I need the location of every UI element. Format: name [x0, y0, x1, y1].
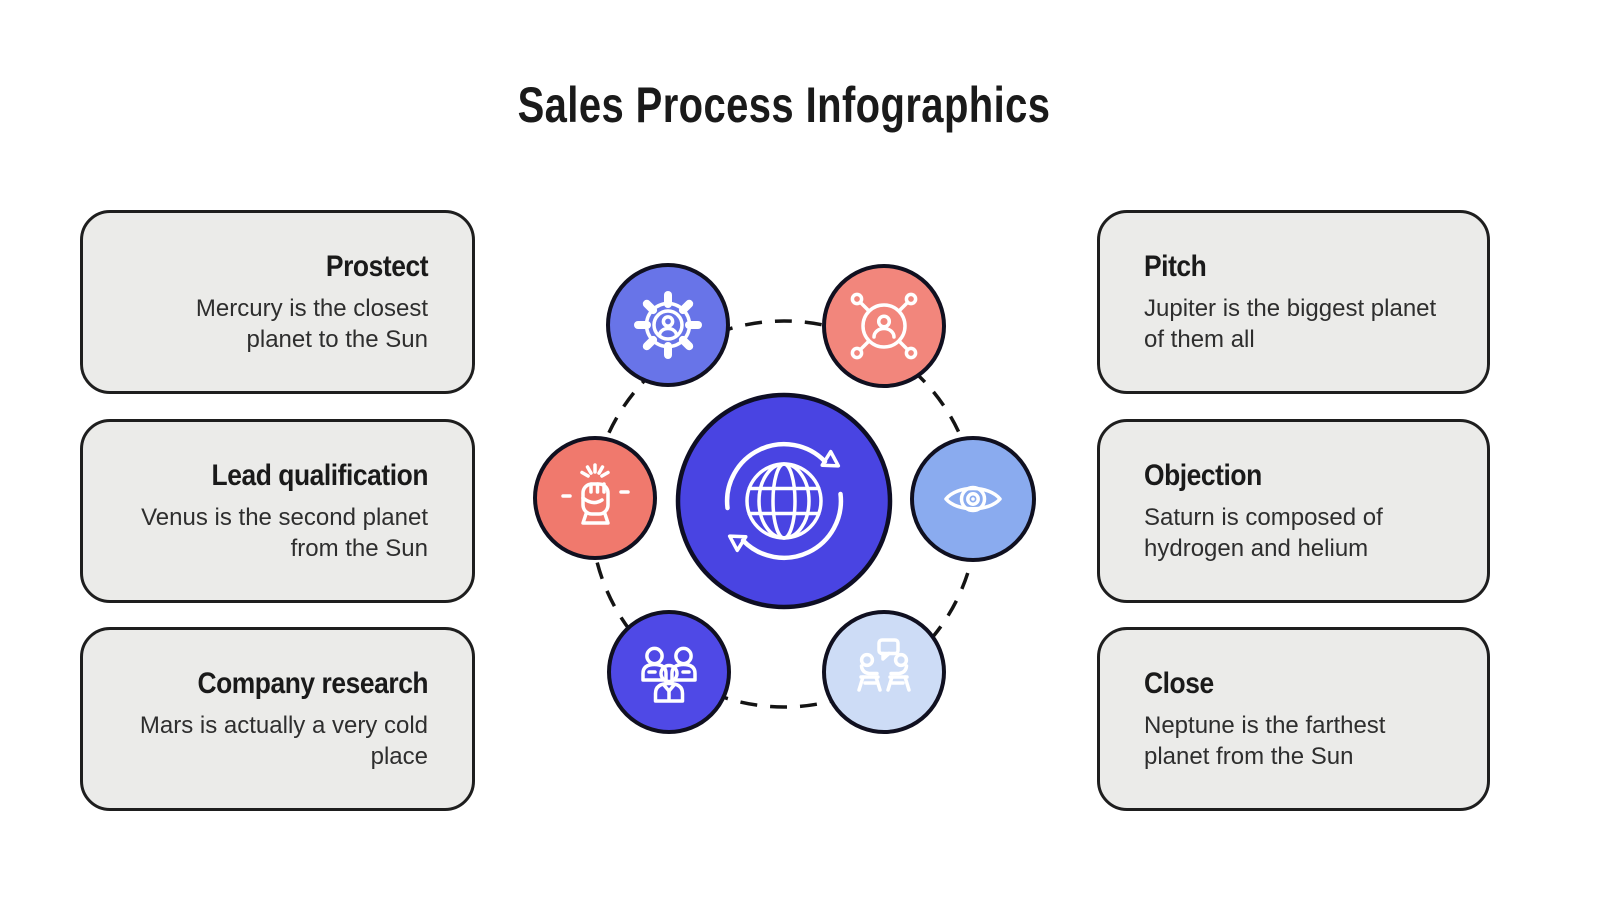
- card-lead-qualification-title: Lead qualification: [211, 458, 428, 492]
- page-title: Sales Process Infographics: [517, 77, 1051, 133]
- hub-node-gear-user: [606, 263, 730, 387]
- sales-cycle-diagram: [533, 263, 1036, 734]
- hub-node-interview: [822, 610, 946, 734]
- card-prospect-title: Prostect: [325, 249, 429, 283]
- team-icon: [641, 646, 697, 703]
- card-pitch: Pitch Jupiter is the biggest planet of t…: [1097, 210, 1490, 394]
- card-lead-qualification: Lead qualification Venus is the second p…: [80, 419, 475, 603]
- hub-node-raised-fist: [533, 436, 657, 560]
- card-close: Close Neptune is the farthest planet fro…: [1097, 627, 1490, 811]
- hub-node-eye: [910, 436, 1036, 562]
- eye-icon: [944, 485, 1002, 513]
- card-objection-body: Saturn is composed of hydrogen and heliu…: [1144, 503, 1383, 562]
- card-prospect: Prostect Mercury is the closest planet t…: [80, 210, 475, 394]
- card-prospect-body: Mercury is the closest planet to the Sun: [195, 294, 428, 353]
- card-company-research: Company research Mars is actually a very…: [80, 627, 475, 811]
- card-company-research-body: Mars is actually a very cold place: [139, 711, 428, 770]
- hub-node-team: [607, 610, 731, 734]
- card-close-body: Neptune is the farthest planet from the …: [1144, 711, 1386, 770]
- card-objection-title: Objection: [1144, 458, 1262, 492]
- card-lead-qualification-body: Venus is the second planet from the Sun: [141, 503, 428, 562]
- card-objection: Objection Saturn is composed of hydrogen…: [1097, 419, 1490, 603]
- card-pitch-title: Pitch: [1144, 249, 1207, 283]
- hub-node-center: [675, 392, 893, 610]
- globe-sync-icon: [724, 441, 844, 561]
- card-pitch-body: Jupiter is the biggest planet of them al…: [1144, 294, 1437, 353]
- card-company-research-title: Company research: [197, 666, 428, 700]
- interview-chat-icon: [857, 638, 911, 692]
- network-person-icon: [850, 292, 918, 360]
- raised-fist-icon: [561, 463, 630, 525]
- card-close-title: Close: [1144, 666, 1214, 700]
- gear-user-icon: [634, 291, 702, 359]
- hub-node-network-person: [822, 264, 946, 388]
